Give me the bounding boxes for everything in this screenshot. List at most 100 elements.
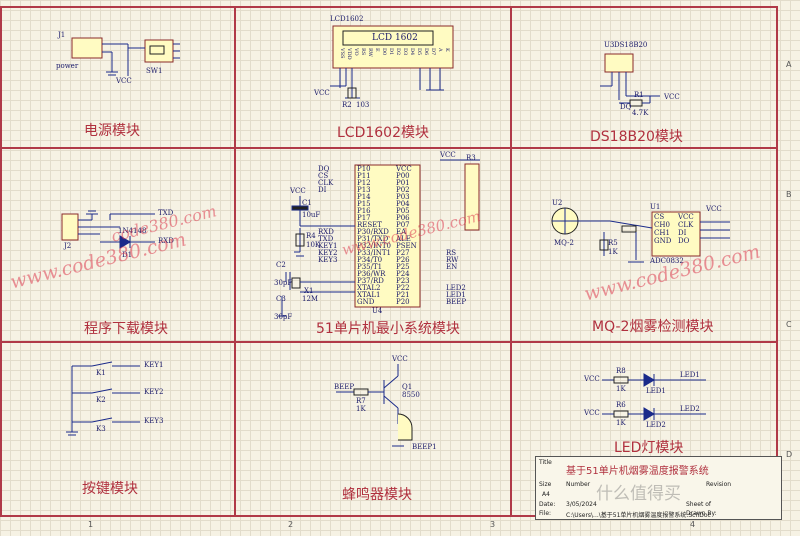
sheet-label: Sheet of [686,501,712,508]
led-module-title: LED灯模块 [614,440,684,456]
mcu-net-label: LED2 [446,284,466,292]
mcu-net-label: KEY3 [318,256,338,264]
r5-value-label: 1K [608,248,618,256]
mcu-pin-label: P04 [396,200,410,208]
led1-label: LED1 [646,387,666,395]
mcu-pin-label: P16 [357,207,371,215]
ruler-top-4: 4 [690,520,696,529]
mcu-pin-label: P34/T0 [357,256,383,264]
lcd-pin-label: D5 [416,48,422,56]
mcu-pin-label: P36/WR [357,270,386,278]
mcu-pin-label: P31/TXD [357,235,389,243]
r2-label: R2 [342,101,352,109]
mcu-pin-label: P00 [396,172,410,180]
r5-label: R5 [608,239,618,247]
mcu-net-label: TXD [318,235,334,243]
d1-label: D1 [122,251,133,259]
size-value: A4 [542,491,550,498]
power-ref-label: J1 [58,31,66,39]
adc-pin-label: CH1 [654,229,670,237]
r2-value-label: 103 [356,101,370,109]
title-overlay: 什么值得买 [596,484,681,504]
rxd-label: RXD [158,237,174,245]
ruler-top-3: 3 [490,520,496,529]
file-value: C:\Users\...\基于51单片机烟雾温度报警系统.SchDoc [566,512,711,519]
x1-label: X1 [304,287,314,295]
led2-net-label: LED2 [680,405,700,413]
ruler-right-d: D [786,450,793,459]
c3-label: C3 [276,295,286,303]
mcu-vcc2-label: VCC [290,187,306,195]
r1-label: R1 [634,91,644,99]
ruler-top-1: 1 [88,520,94,529]
adc-pin-label: DI [678,229,687,237]
adc-part-label: ADC0832 [650,257,684,265]
lcd-pin-label: VSS [339,48,345,59]
date-label: Date: [539,501,556,508]
mcu-net-label: RS [446,249,457,257]
mcu-pin-label: P14 [357,193,371,201]
title-label: Title [539,459,552,466]
mcu-pin-label: RESET [357,221,382,229]
mcu-pin-label: P07 [396,221,410,229]
adc-pin-label: DO [678,237,690,245]
lcd-vcc-label: VCC [314,89,330,97]
u2-label: U2 [552,199,563,207]
adc-pin-label: CLK [678,221,694,229]
file-label: File: [539,510,552,517]
mcu-pin-label: XTAL1 [357,291,381,299]
led-vcc1-label: VCC [584,375,600,383]
mcu-pin-label: P26 [396,256,410,264]
dq-label: DQ [620,103,632,111]
adc-pin-label: VCC [678,213,694,221]
mcu-pin-label: P21 [396,291,410,299]
r6-label: R6 [616,401,626,409]
lcd-module-title: LCD1602模块 [337,125,429,141]
download-module-title: 程序下载模块 [84,321,168,337]
power-name-label: power [56,62,79,70]
mcu-pin-label: GND [357,298,375,306]
lcd-box-label: LCD 1602 [372,33,418,43]
lcd-pin-label: RS [360,48,366,56]
adc-pin-label: CH0 [654,221,670,229]
mcu-pin-label: VCC [396,165,412,173]
c2-label: C2 [276,261,286,269]
ruler-top-2: 2 [288,520,294,529]
mcu-pin-label: P06 [396,214,410,222]
k2-label: K2 [96,396,106,404]
size-label: Size [539,481,552,488]
r8-label: R8 [616,367,626,375]
number-label: Number [566,481,591,488]
mcu-net-label: LED1 [446,291,466,299]
power-vcc-label: VCC [116,77,132,85]
beep-net-label: BEEP [334,383,355,391]
adc-pin-label: CS [654,213,665,221]
buzzer-module-title: 蜂鸣器模块 [342,487,412,503]
ruler-right-c: C [786,320,792,329]
lcd-pin-label: E [374,48,380,52]
mcu-net-label: BEEP [446,298,467,306]
mq2-vcc-label: VCC [706,205,722,213]
mcu-pin-label: P02 [396,186,410,194]
lcd-pin-label: D2 [395,48,401,56]
ds-vcc-label: VCC [664,93,680,101]
ds18b20-part-label: DS18B20 [614,41,648,49]
mq2-part-label: MQ-2 [554,239,574,247]
lcd-pin-label: VDD [346,48,352,60]
mcu-net-label: KEY1 [318,242,338,250]
led-vcc2-label: VCC [584,409,600,417]
key2-net-label: KEY2 [144,388,164,396]
mcu-pin-label: P13 [357,186,371,194]
u3-label: U3 [604,41,615,49]
lcd-pin-label: D0 [381,48,387,56]
mcu-pin-label: P15 [357,200,371,208]
k1-label: K1 [96,369,106,377]
r6-value-label: 1K [616,419,626,427]
mcu-pin-label: P32/INT0 [357,242,391,250]
mcu-net-label: KEY2 [318,249,338,257]
k3-label: K3 [96,425,106,433]
q1-label: Q1 [402,383,413,391]
r8-value-label: 1K [616,385,626,393]
led1-net-label: LED1 [680,371,700,379]
q1-part-label: 8550 [402,391,420,399]
